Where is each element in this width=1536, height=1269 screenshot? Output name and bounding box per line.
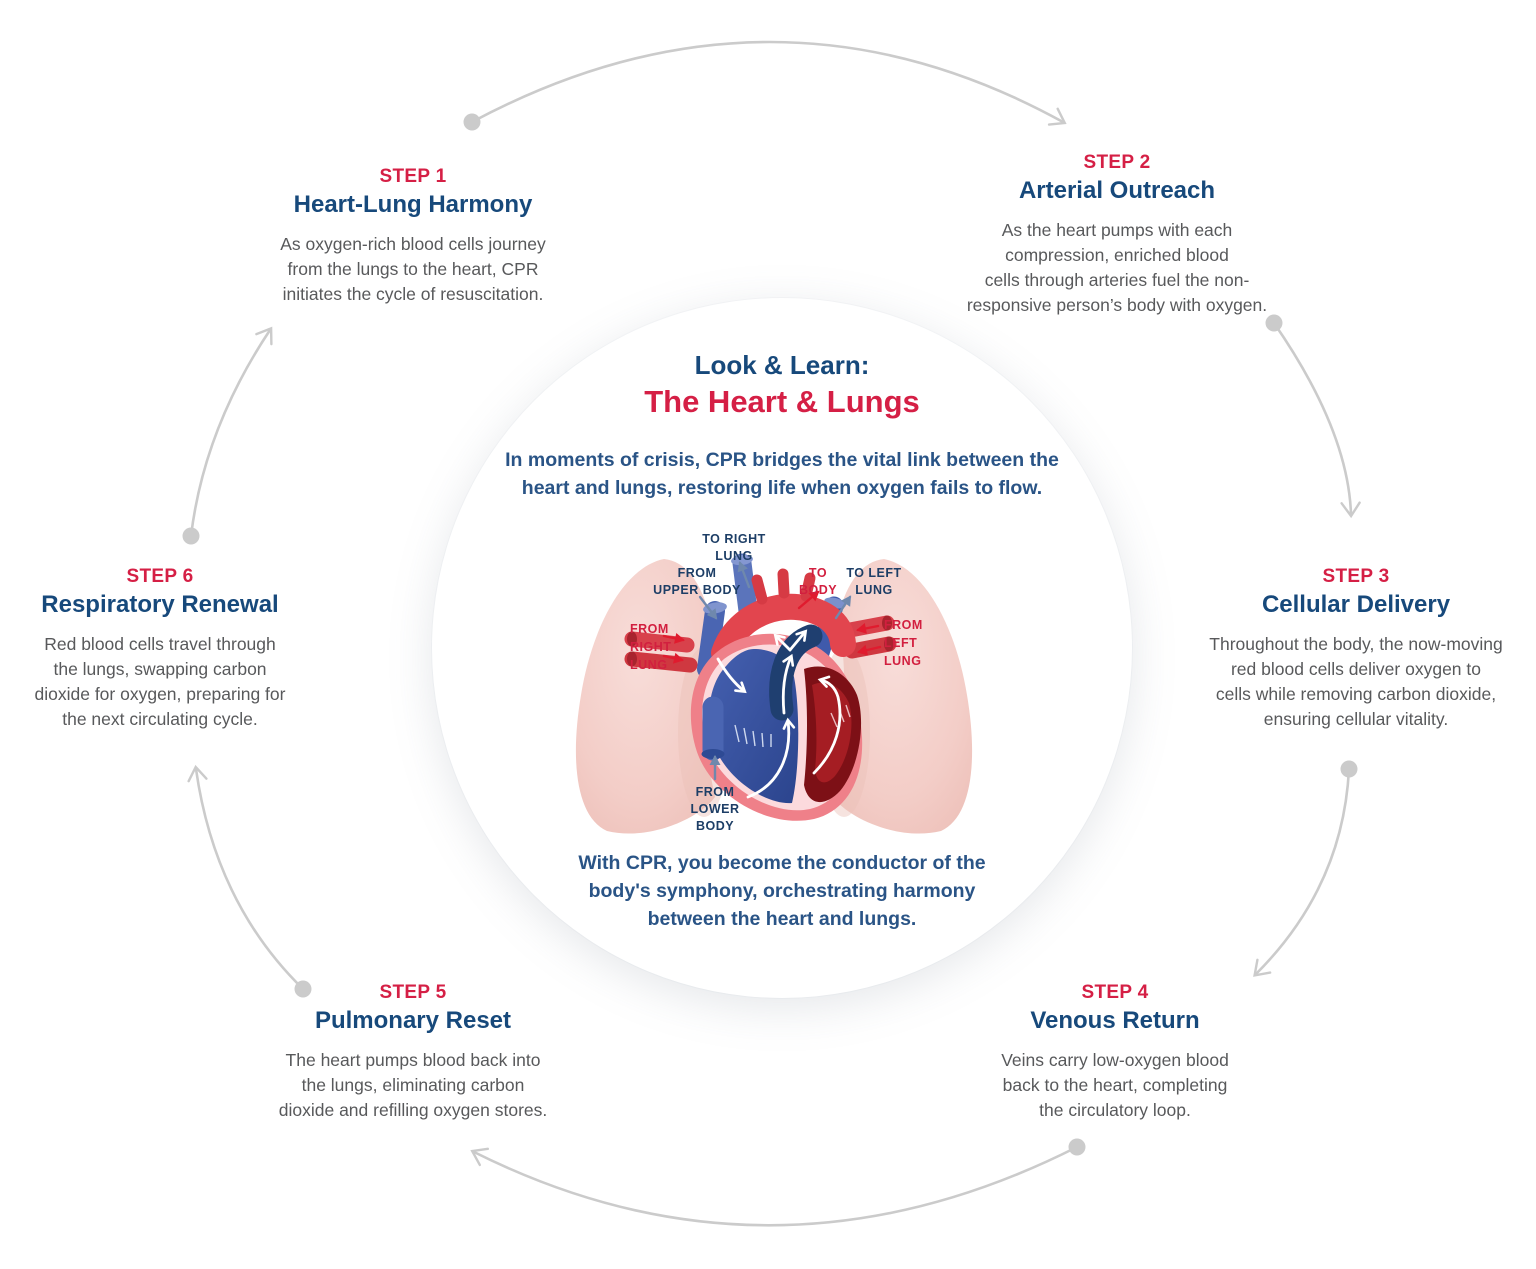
aorta	[711, 593, 856, 666]
arc-dot-step2	[1265, 314, 1283, 332]
step-1-title: Heart-Lung Harmony	[293, 191, 533, 218]
step-1-block: STEP 1 Heart-Lung Harmony As oxygen-rich…	[263, 166, 563, 307]
step-5-block: STEP 5 Pulmonary Reset The heart pumps b…	[263, 982, 563, 1123]
to-left-lung-label: TO LEFT	[846, 566, 901, 580]
from-upper-body-arrow	[698, 595, 718, 620]
label-arrows	[662, 560, 882, 780]
from-left-lung-label: FROM	[884, 618, 923, 632]
from-right-lung-arrow-2	[662, 652, 684, 664]
step-4-block: STEP 4 Venous Return Veins carry low-oxy…	[965, 982, 1265, 1123]
arc-step5-to-step6	[187, 764, 304, 990]
superior-vena-cava	[697, 600, 725, 679]
arc-step6-to-step1	[189, 326, 273, 537]
arc-step3-to-step4	[1253, 768, 1351, 977]
svg-text:LEFT: LEFT	[884, 636, 917, 650]
step-3-block: STEP 3 Cellular Delivery Throughout the …	[1196, 566, 1516, 732]
arc-dot-step1	[463, 113, 481, 131]
step-6-block: STEP 6 Respiratory Renewal Red blood cel…	[5, 566, 315, 732]
left-lung	[575, 558, 715, 834]
step-3-number: STEP 3	[1322, 566, 1390, 587]
arc-step1-to-step2	[471, 40, 1067, 126]
center-subtitle: In moments of crisis, CPR bridges the vi…	[505, 449, 1059, 500]
step-2-description: As the heart pumps with each compression…	[966, 220, 1268, 316]
arc-step4-to-step5	[470, 1145, 1078, 1227]
svg-text:BODY: BODY	[799, 583, 837, 597]
step-5-title: Pulmonary Reset	[314, 1007, 512, 1034]
svg-text:BODY: BODY	[696, 819, 734, 833]
step-6-description: Red blood cells travel through the lungs…	[34, 634, 286, 730]
right-pulmonary-vessel-lower	[624, 651, 698, 673]
arc-dot-step6	[182, 527, 200, 545]
step-4-title: Venous Return	[1030, 1007, 1200, 1034]
step-2-number: STEP 2	[1083, 152, 1151, 173]
center-title: The Heart & Lungs	[644, 384, 920, 419]
step-5-description: The heart pumps blood back into the lung…	[278, 1050, 548, 1121]
vessel-labels: TO RIGHT LUNG FROM UPPER BODY TO BODY TO…	[630, 532, 923, 833]
svg-text:LUNG: LUNG	[884, 654, 921, 668]
step-3-title: Cellular Delivery	[1261, 591, 1451, 618]
step-5-number: STEP 5	[379, 982, 447, 1003]
to-body-arrow	[797, 590, 820, 609]
step-4-description: Veins carry low-oxygen blood back to the…	[1001, 1050, 1229, 1121]
heart-lungs-illustration: TO RIGHT LUNG FROM UPPER BODY TO BODY TO…	[575, 532, 973, 834]
arc-dot-step3	[1340, 760, 1358, 778]
arc-step2-to-step3	[1272, 322, 1361, 519]
step-4-number: STEP 4	[1081, 982, 1149, 1003]
step-3-description: Throughout the body, the now-moving red …	[1209, 634, 1503, 730]
step-1-description: As oxygen-rich blood cells journey from …	[280, 234, 546, 305]
right-pulmonary-vessel-upper	[624, 631, 695, 653]
svg-text:LUNG: LUNG	[715, 549, 752, 563]
svg-text:LOWER: LOWER	[690, 802, 739, 816]
svg-text:UPPER BODY: UPPER BODY	[653, 583, 741, 597]
svg-text:RIGHT: RIGHT	[630, 640, 671, 654]
center-footer: With CPR, you become the conductor of th…	[578, 851, 986, 931]
arc-dot-step4	[1068, 1138, 1086, 1156]
from-right-lung-label: FROM	[630, 622, 669, 636]
arc-dot-step5	[294, 980, 312, 998]
to-body-label: TO	[809, 566, 827, 580]
from-left-lung-arrow-1	[856, 622, 880, 634]
step-6-title: Respiratory Renewal	[41, 591, 279, 618]
step-2-title: Arterial Outreach	[1018, 177, 1216, 204]
step-6-number: STEP 6	[126, 566, 194, 587]
step-2-block: STEP 2 Arterial Outreach As the heart pu…	[957, 152, 1277, 318]
from-lower-body-label: FROM	[696, 785, 735, 799]
svg-text:LUNG: LUNG	[855, 583, 892, 597]
step-1-number: STEP 1	[379, 166, 447, 187]
to-left-lung-arrow	[834, 594, 852, 619]
to-right-lung-arrow	[737, 560, 751, 588]
to-right-lung-label: TO RIGHT	[702, 532, 766, 546]
center-circle: Look & Learn: The Heart & Lungs In momen…	[432, 298, 1132, 998]
from-left-lung-arrow-2	[857, 644, 882, 656]
svg-text:LUNG: LUNG	[630, 658, 667, 672]
from-upper-body-label: FROM	[678, 566, 717, 580]
blood-flow-arrows	[716, 628, 842, 798]
center-title-eyebrow: Look & Learn:	[694, 350, 870, 380]
from-right-lung-arrow-1	[662, 632, 685, 644]
